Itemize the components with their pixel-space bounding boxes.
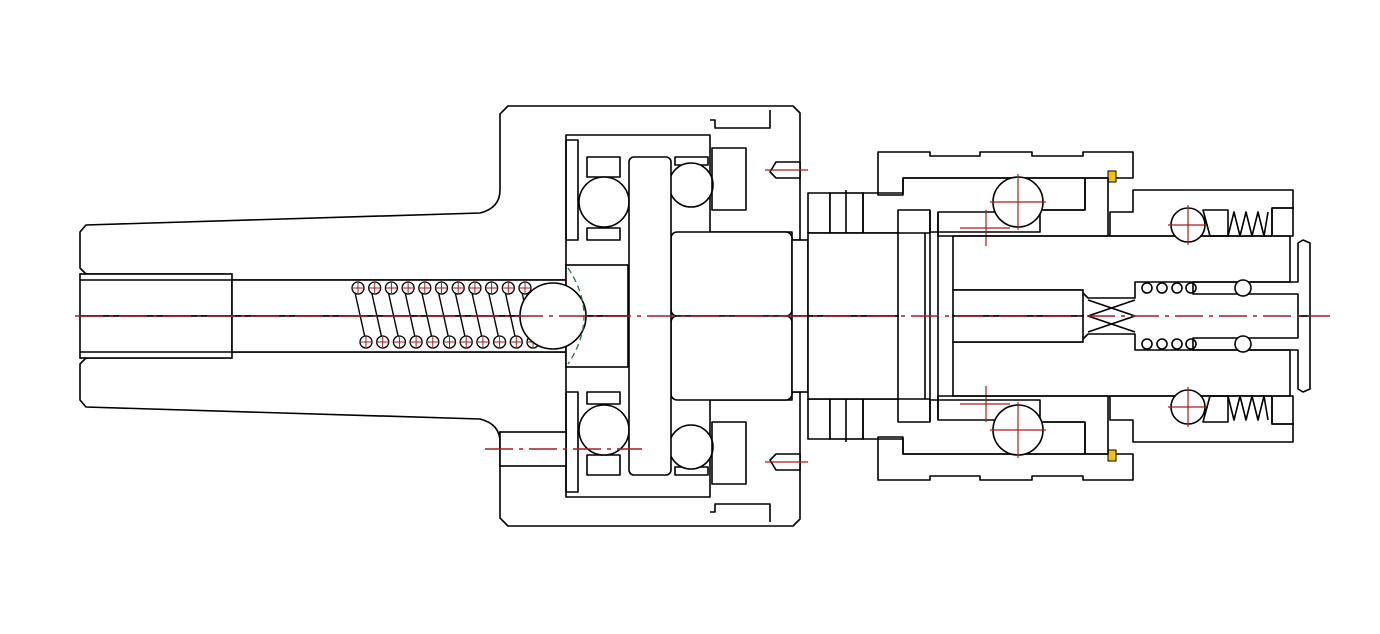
- spring-coil: [470, 287, 484, 343]
- spring-wire-cross: [426, 336, 439, 348]
- spring-wire-cross: [476, 336, 489, 348]
- spring-wire-cross: [393, 336, 406, 348]
- spring-wire-cross: [402, 282, 415, 294]
- spring-wire-cross: [519, 282, 531, 294]
- spring-wire-cross: [352, 282, 364, 294]
- spring-coil: [486, 287, 501, 343]
- spring-coil: [386, 287, 401, 343]
- compression-spring: [351, 281, 540, 349]
- spring-wire-cross: [435, 282, 448, 294]
- spring-coil: [370, 287, 384, 343]
- spring-wire-cross: [493, 336, 506, 348]
- spring-coil: [353, 287, 367, 343]
- spring-coil: [403, 287, 417, 343]
- spring-wire-cross: [418, 282, 431, 294]
- spring-wire-cross: [510, 336, 523, 348]
- spring-wire-cross: [410, 336, 423, 348]
- spring-wire-cross: [460, 336, 473, 348]
- spring-coil: [453, 287, 467, 343]
- spring-wire-cross: [360, 336, 372, 348]
- spring-wire-cross: [368, 282, 381, 294]
- spring-wire-cross: [485, 282, 498, 294]
- upper-half: [79, 105, 1311, 317]
- spring-wire-cross: [468, 282, 481, 294]
- lower-half: [79, 315, 1311, 527]
- spring-wire-cross: [376, 336, 389, 348]
- spring-wire-cross: [452, 282, 465, 294]
- spring-coil: [503, 287, 517, 343]
- spring-coil: [436, 287, 451, 343]
- spring-wire-cross: [385, 282, 398, 294]
- spring-wire-cross: [443, 336, 456, 348]
- spring-coil: [420, 287, 434, 343]
- spring-wire-cross: [502, 282, 515, 294]
